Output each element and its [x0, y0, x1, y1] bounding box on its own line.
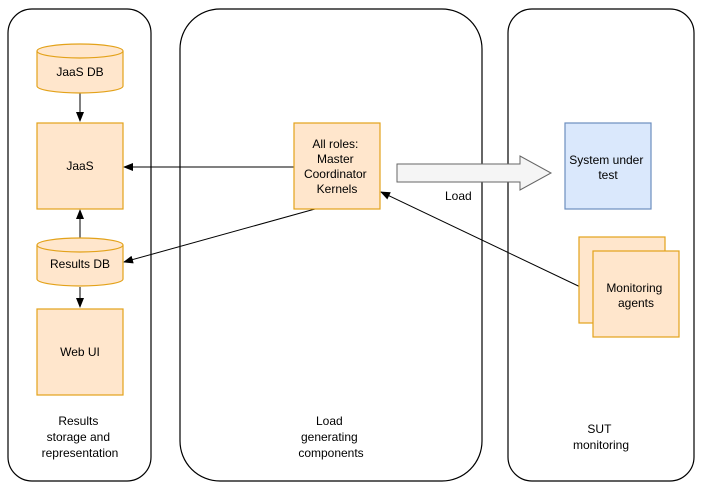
monitoring-agents-box — [592, 250, 680, 338]
lane-caption-right: SUT monitoring — [573, 422, 629, 452]
edge-roles-to-resultsdb — [123, 208, 316, 264]
results-db-label: Results DB — [50, 257, 110, 271]
system-under-test-label: System under test — [569, 153, 646, 182]
lane-caption-middle: Load generating components — [298, 414, 363, 460]
jaas-db-cylinder: JaaS DB — [36, 43, 124, 94]
jaas-label: JaaS — [66, 159, 93, 173]
system-under-test-box — [564, 122, 652, 210]
all-roles-label: All roles: Master Coordinator Kernels — [304, 137, 370, 196]
load-arrow — [396, 155, 553, 191]
lane-load-generating — [179, 8, 483, 482]
web-ui-label: Web UI — [60, 345, 100, 359]
results-db-cylinder: Results DB — [36, 237, 124, 287]
all-roles-box — [293, 122, 381, 210]
load-arrow-label: Load — [445, 189, 472, 203]
edge-roles-monitoring-bidirectional — [380, 191, 594, 294]
jaas-box — [36, 122, 124, 210]
lane-caption-left: Results storage and representation — [42, 414, 119, 460]
web-ui-box — [36, 308, 124, 396]
jaas-db-label: JaaS DB — [56, 65, 103, 79]
monitoring-agents-label: Monitoring agents — [606, 281, 665, 310]
